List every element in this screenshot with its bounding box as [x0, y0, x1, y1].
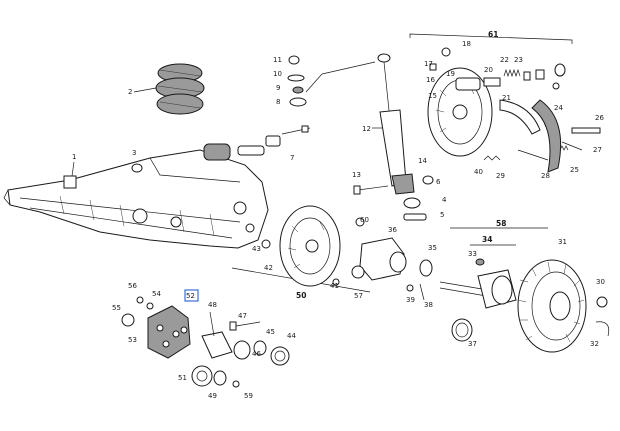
lower-flange-assembly [121, 296, 191, 359]
label-40: 40 [474, 168, 483, 176]
label-8: 8 [276, 98, 280, 106]
label-41: 41 [330, 282, 339, 290]
label-9: 9 [276, 84, 280, 92]
brake-backing-plate-left [261, 205, 365, 287]
label-49: 49 [208, 392, 217, 400]
label-10: 10 [273, 70, 282, 78]
label-18: 18 [462, 40, 471, 48]
label-25: 25 [570, 166, 579, 174]
label-47: 47 [238, 312, 247, 320]
label-30: 30 [596, 278, 605, 286]
brake-drum [517, 259, 610, 353]
label-38: 38 [424, 301, 433, 309]
label-59: 59 [244, 392, 253, 400]
hub-carrier [332, 237, 407, 286]
lower-springs [483, 145, 569, 161]
label-11: 11 [273, 56, 282, 64]
lower-shaft-bearings [191, 311, 290, 388]
label-52: 52 [186, 292, 195, 300]
label-39: 39 [406, 296, 415, 304]
label-27: 27 [593, 146, 602, 154]
label-19: 19 [446, 70, 455, 78]
label-56: 56 [128, 282, 137, 290]
label-3: 3 [132, 149, 136, 157]
label-1: 1 [72, 153, 76, 161]
label-36: 36 [388, 226, 397, 234]
label-24: 24 [554, 104, 563, 112]
label-54: 54 [152, 290, 161, 298]
label-28: 28 [541, 172, 550, 180]
label-16: 16 [426, 76, 435, 84]
label-45: 45 [266, 328, 275, 336]
label-51: 51 [178, 374, 187, 382]
label-32: 32 [590, 340, 599, 348]
label-15: 15 [428, 92, 437, 100]
label-6: 6 [436, 178, 441, 186]
label-22: 22 [500, 56, 509, 64]
label-43: 43 [252, 245, 261, 253]
label-17: 17 [424, 60, 433, 68]
label-58: 58 [496, 219, 506, 228]
label-34: 34 [482, 235, 492, 244]
label-46: 46 [252, 350, 261, 358]
label-14: 14 [418, 157, 427, 165]
label-29: 29 [496, 172, 505, 180]
label-5: 5 [440, 211, 444, 219]
axle-beam [3, 149, 269, 249]
label-48: 48 [208, 301, 217, 309]
label-44: 44 [287, 332, 296, 340]
label-4: 4 [442, 196, 447, 204]
shock-absorber [305, 53, 415, 195]
label-42: 42 [264, 264, 273, 272]
brake-backing-plate-upper [427, 67, 493, 157]
rubber-spring [155, 63, 205, 115]
brake-shoe [499, 99, 601, 173]
label-50: 50 [296, 291, 306, 300]
label-20: 20 [484, 66, 493, 74]
label-2: 2 [128, 88, 132, 96]
label-31: 31 [558, 238, 567, 246]
label-26: 26 [595, 114, 604, 122]
label-35: 35 [428, 244, 437, 252]
part-labels: 1 2 3 4 5 6 7 8 9 10 11 12 13 14 15 16 1… [71, 30, 605, 400]
bracket-61 [409, 33, 573, 44]
label-60: 60 [360, 216, 369, 224]
label-52-highlight [184, 289, 199, 302]
label-21: 21 [502, 94, 511, 102]
label-37: 37 [468, 340, 477, 348]
wheel-cylinder-parts [429, 47, 566, 90]
bearing-set [406, 259, 473, 342]
label-53: 53 [128, 336, 137, 344]
label-13: 13 [352, 171, 361, 179]
label-33: 33 [468, 250, 477, 258]
label-7: 7 [290, 154, 294, 162]
label-57: 57 [354, 292, 363, 300]
label-61: 61 [488, 30, 498, 39]
drive-flange [439, 258, 517, 309]
label-23: 23 [514, 56, 523, 64]
shock-bolts [353, 175, 434, 221]
washer-stack [287, 55, 307, 107]
label-55: 55 [112, 304, 121, 312]
bushing-row [131, 125, 311, 173]
label-12: 12 [362, 125, 371, 133]
